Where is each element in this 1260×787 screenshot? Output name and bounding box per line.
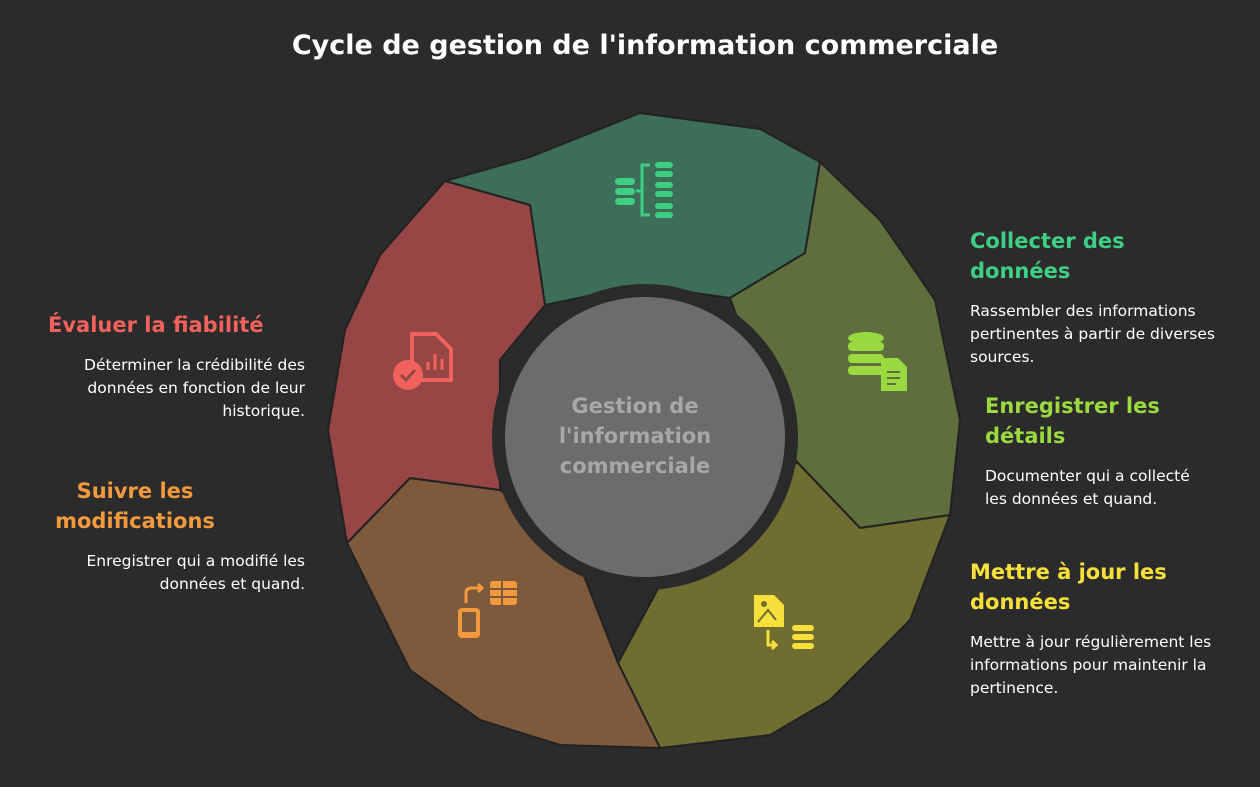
step-title: Mettre à jour les données bbox=[970, 560, 1167, 614]
database-document-icon bbox=[848, 332, 907, 391]
verified-report-icon bbox=[393, 332, 453, 390]
step-record: Enregistrer les détails Documenter qui a… bbox=[985, 391, 1235, 511]
step-description: Documenter qui a collecté les données et… bbox=[985, 467, 1190, 508]
mobile-sync-table-icon bbox=[458, 581, 517, 638]
image-file-to-database-icon bbox=[754, 595, 814, 651]
step-title: Suivre les modifications bbox=[55, 479, 215, 533]
step-title: Collecter des données bbox=[970, 229, 1125, 283]
step-track: Suivre les modifications Enregistrer qui… bbox=[40, 476, 305, 596]
step-collect: Collecter des données Rassembler des inf… bbox=[970, 226, 1235, 369]
database-hierarchy-icon bbox=[615, 162, 673, 218]
step-description: Mettre à jour régulièrement les informat… bbox=[970, 633, 1212, 697]
step-description: Enregistrer qui a modifié les données et… bbox=[86, 552, 305, 593]
step-title: Évaluer la fiabilité bbox=[48, 313, 264, 337]
step-description: Déterminer la crédibilité des données en… bbox=[84, 356, 305, 420]
step-update: Mettre à jour les données Mettre à jour … bbox=[970, 557, 1235, 700]
step-title: Enregistrer les détails bbox=[985, 394, 1160, 448]
diagram-title: Cycle de gestion de l'information commer… bbox=[291, 30, 999, 61]
step-description: Rassembler des informations pertinentes … bbox=[970, 302, 1215, 366]
hub-label: Gestion de l'information commerciale bbox=[558, 394, 712, 478]
step-evaluate: Évaluer la fiabilité Déterminer la crédi… bbox=[40, 310, 305, 423]
hub bbox=[505, 297, 785, 577]
